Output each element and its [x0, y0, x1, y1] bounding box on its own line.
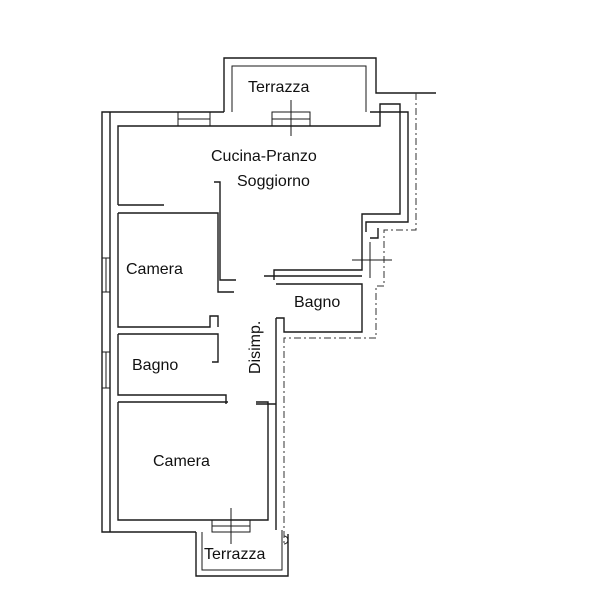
label-cucina-pranzo: Cucina-Pranzo [211, 148, 317, 165]
label-bagno-right: Bagno [294, 294, 340, 311]
label-camera-lower: Camera [153, 453, 210, 470]
label-terrazza-bottom: Terrazza [204, 546, 265, 563]
terrace-top [177, 57, 436, 136]
corridor-walls [256, 318, 277, 530]
kitchen-walls [117, 103, 401, 281]
property-line [283, 93, 417, 545]
label-camera-upper: Camera [126, 261, 183, 278]
label-disimpegno: Disimp. [247, 321, 264, 374]
label-bagno-left: Bagno [132, 357, 178, 374]
label-soggiorno: Soggiorno [237, 173, 310, 190]
bathroom-right-walls [276, 283, 363, 333]
kitchen-corner-window [352, 242, 392, 278]
label-terrazza-top: Terrazza [248, 79, 309, 96]
terrace-bottom [195, 508, 289, 577]
bathroom-left-walls [101, 333, 227, 404]
outer-walls [101, 111, 409, 533]
bedroom-upper-walls [101, 212, 234, 328]
bedroom-lower-walls [117, 401, 269, 521]
